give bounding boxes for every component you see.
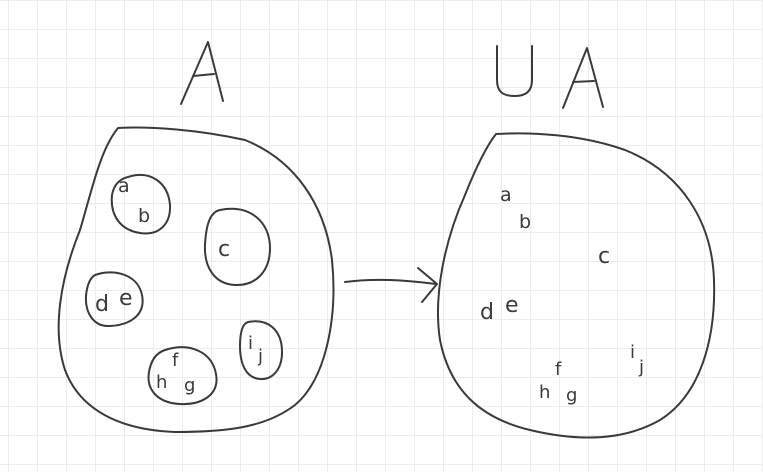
element-c-left: c	[218, 237, 230, 262]
subset-de: d e	[84, 271, 144, 328]
right-set-boundary	[437, 132, 716, 439]
element-f-right: f	[555, 359, 562, 380]
arrow-shaft	[344, 278, 437, 285]
element-a-left: a	[118, 175, 130, 197]
element-b-right: b	[519, 211, 531, 233]
left-set-title: A	[180, 41, 224, 105]
element-d-right: d	[480, 300, 494, 325]
right-title-glyph-a-bar	[572, 80, 595, 83]
left-title-glyph-a	[180, 41, 224, 105]
right-title-glyph-a	[562, 47, 604, 109]
subset-c: c	[203, 207, 271, 287]
subset-fhg-circle	[147, 346, 218, 406]
subset-de-circle	[84, 271, 144, 328]
left-set-boundary	[57, 126, 335, 433]
right-set: U A a b c d e f h g i j	[437, 45, 716, 439]
element-a-right: a	[500, 184, 512, 206]
element-j-left: j	[257, 346, 263, 367]
right-set-title: U A	[496, 45, 604, 109]
subset-ab-circle	[110, 174, 172, 235]
subset-ab: a b	[110, 174, 172, 235]
element-h-right: h	[539, 382, 550, 403]
element-d-left: d	[95, 292, 109, 317]
subset-ij: i j	[239, 320, 283, 381]
element-i-left: i	[248, 333, 253, 354]
element-j-right: j	[638, 357, 644, 378]
subset-fhg: f h g	[147, 346, 218, 406]
left-title-glyph-a-bar	[192, 73, 215, 77]
element-g-right: g	[566, 385, 577, 406]
element-c-right: c	[598, 244, 610, 269]
element-b-left: b	[138, 205, 150, 227]
element-i-right: i	[630, 342, 635, 363]
element-g-left: g	[184, 375, 195, 396]
arrow-head	[417, 267, 438, 303]
mapping-arrow	[344, 267, 438, 303]
element-f-left: f	[172, 350, 179, 371]
subset-ij-circle	[239, 320, 283, 381]
element-e-left: e	[119, 286, 133, 311]
element-h-left: h	[156, 372, 167, 393]
element-e-right: e	[505, 293, 519, 318]
subset-c-circle	[203, 207, 271, 287]
left-set: A a b c d e f h g i	[57, 41, 335, 433]
right-title-glyph-union	[496, 45, 533, 97]
